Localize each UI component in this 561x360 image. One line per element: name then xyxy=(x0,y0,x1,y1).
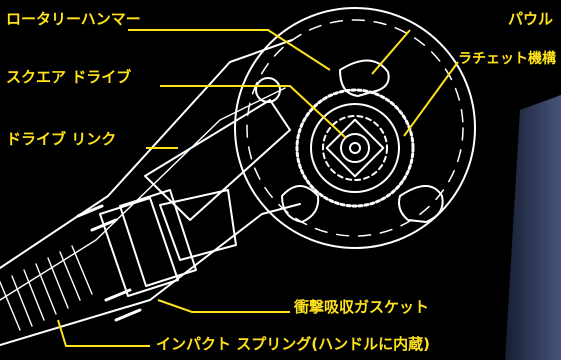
label-drive-link: ドライブ リンク xyxy=(6,130,117,148)
leader-ratchet xyxy=(403,61,459,137)
corner-shade xyxy=(505,95,561,360)
impact-spring xyxy=(0,245,93,331)
handle-inner-line xyxy=(0,87,286,301)
label-pawl: パウル xyxy=(508,10,554,28)
label-ratchet-mechanism: ラチェット機構 xyxy=(458,51,556,67)
label-impact-spring: インパクト スプリング(ハンドルに内蔵) xyxy=(156,335,430,353)
drive-center xyxy=(340,133,370,163)
label-square-drive: スクエア ドライブ xyxy=(6,68,132,86)
gear-ring xyxy=(310,103,400,193)
wedge-block xyxy=(159,189,237,261)
label-shock-gasket: 衝撃吸収ガスケット xyxy=(294,298,430,316)
link-pin xyxy=(255,77,281,103)
head-inner-rim xyxy=(246,19,464,237)
gasket-bolts xyxy=(76,204,142,322)
pawl-bottom-left xyxy=(281,185,320,223)
head-housing xyxy=(234,7,476,249)
handle-outline xyxy=(0,39,301,346)
leader-rotary-hammer xyxy=(128,29,331,71)
gear-ring-2 xyxy=(322,115,388,181)
leader-pawl xyxy=(371,29,411,75)
leader-square-drive xyxy=(160,85,347,139)
label-rotary-hammer: ロータリーハンマー xyxy=(6,10,141,28)
ratchet-gear xyxy=(295,88,415,208)
pawl-bottom-right xyxy=(398,185,444,223)
drive-link xyxy=(144,99,291,221)
drive-center-dot xyxy=(349,142,361,154)
pawl-top xyxy=(339,59,390,97)
shock-gasket xyxy=(99,189,197,297)
leader-impact-spring xyxy=(57,319,150,347)
leader-shock-gasket xyxy=(157,299,290,313)
